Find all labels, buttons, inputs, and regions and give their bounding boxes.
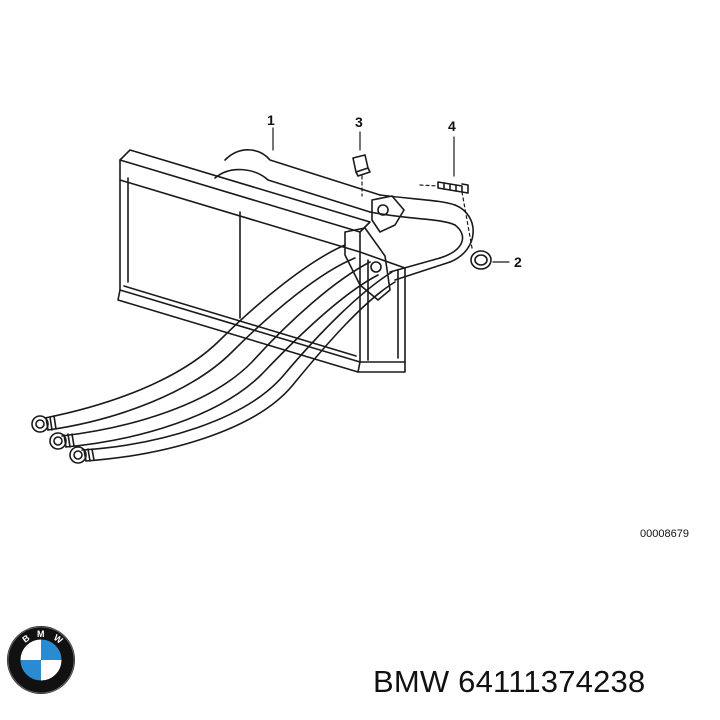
svg-text:B: B [20,632,31,644]
callout-2: 2 [514,254,522,270]
part-number-label: BMW 64111374238 [373,664,646,699]
washer-part-2 [470,250,492,270]
callout-4: 4 [448,118,456,134]
callout-3: 3 [355,114,363,130]
flange-plate [344,195,405,301]
heater-core-body [117,149,406,373]
leader-lines [272,127,510,263]
pipes [44,244,396,462]
diagram-reference-number: 00008679 [640,528,689,540]
callout-1: 1 [267,112,275,128]
clip-nut-part-3 [352,154,371,177]
upper-tube-assembly [214,149,474,281]
bolt-part-4 [437,181,469,194]
svg-text:M: M [37,629,45,639]
bmw-logo-icon: B M W [7,626,75,694]
pipe-ends [31,415,95,464]
